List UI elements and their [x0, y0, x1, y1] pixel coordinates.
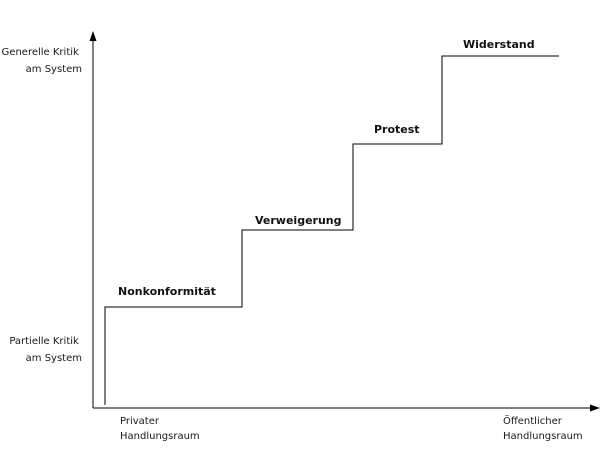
y-axis-top-label: Generelle Kritik am System	[2, 47, 82, 75]
x-axis-left-label: Privater Handlungsraum	[120, 416, 200, 442]
step-label-widerstand: Widerstand	[463, 38, 535, 51]
x-axis-right-label: Öffentlicher Handlungsraum	[503, 414, 583, 442]
y-axis-bottom-label: Partielle Kritik am System	[9, 336, 82, 364]
x-axis-arrowhead	[590, 404, 600, 412]
step-label-protest: Protest	[374, 123, 420, 136]
step-label-nonkonformitaet: Nonkonformität	[118, 285, 216, 298]
staircase-line	[104, 55, 559, 405]
y-axis-arrowhead	[89, 31, 97, 41]
step-label-verweigerung: Verweigerung	[255, 214, 342, 227]
